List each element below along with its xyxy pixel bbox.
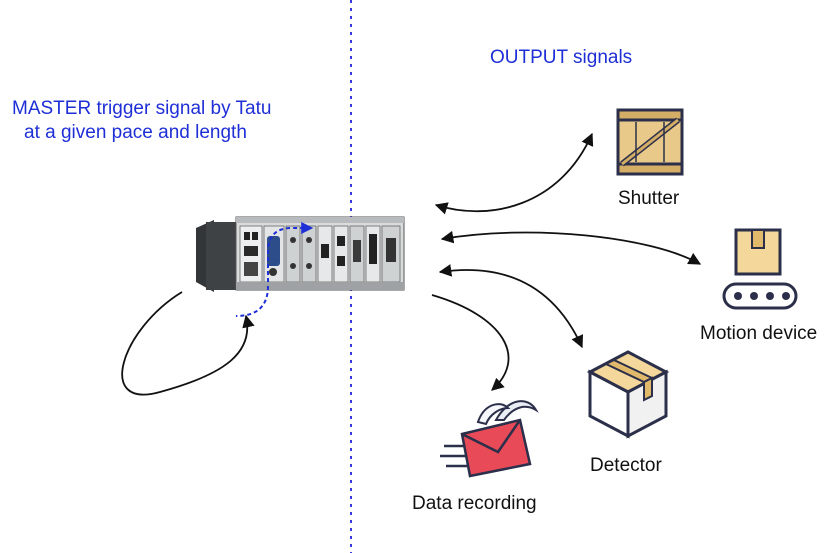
- trigger-path-top: [267, 222, 314, 282]
- master-loop-arrow: [121, 291, 255, 396]
- flying-envelope-icon: [440, 400, 539, 478]
- master-trigger-title: MASTER trigger signal by Tatu at a given…: [12, 97, 271, 145]
- shutter-label: Shutter: [618, 188, 680, 209]
- master-trigger-line-2: at a given pace and length: [24, 121, 247, 143]
- arrow-shutter: [434, 132, 594, 215]
- detector-label: Detector: [590, 455, 662, 476]
- motion-device-label: Motion device: [700, 323, 818, 344]
- data-recording-label: Data recording: [412, 493, 537, 514]
- output-signals-title: OUTPUT signals: [490, 47, 633, 68]
- master-trigger-line-1: MASTER trigger signal by Tatu: [12, 98, 272, 119]
- arrow-data-recording: [431, 294, 510, 391]
- wooden-crate-icon: [616, 108, 684, 176]
- trigger-path-loop: [235, 285, 269, 317]
- package-box-icon: [586, 350, 670, 439]
- arrow-detector: [438, 264, 584, 349]
- arrow-motion-device: [440, 230, 702, 265]
- conveyor-box-icon: [722, 228, 798, 310]
- controller-chassis-icon: [196, 216, 405, 292]
